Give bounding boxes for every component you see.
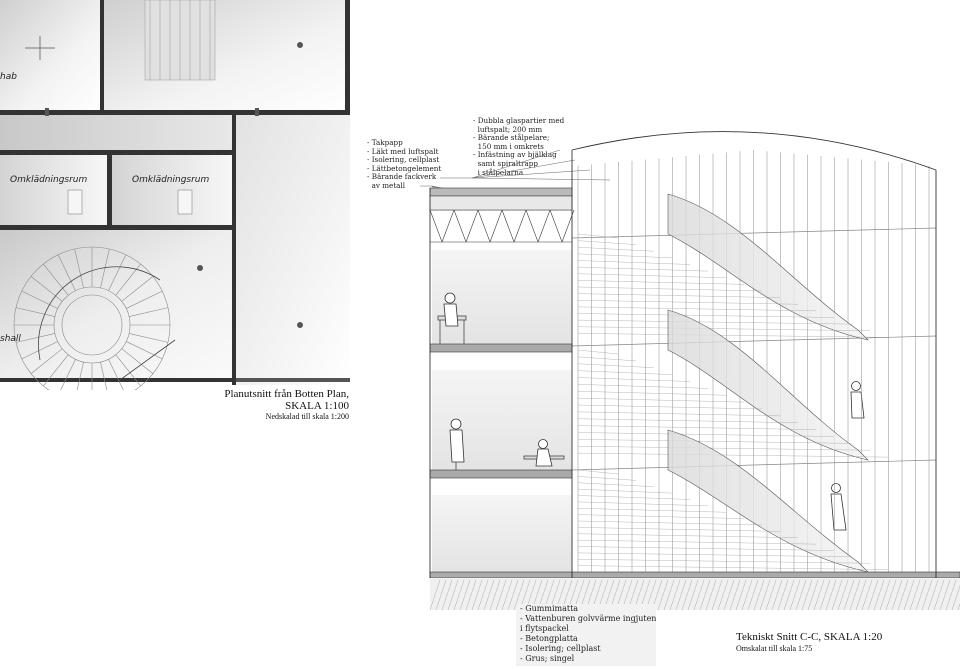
plan-caption-rescale: Nedskalad till skala 1:200 bbox=[265, 412, 349, 421]
technical-section-drawing bbox=[428, 110, 960, 610]
roof-note: - Läkt med luftspalt bbox=[367, 146, 439, 156]
facade-note: - Infästning av bjälklag bbox=[473, 150, 557, 160]
facade-note: 150 mm i omkrets bbox=[473, 141, 544, 151]
plan-caption-scale: SKALA 1:100 bbox=[285, 400, 349, 412]
room-label-partial-top: hab bbox=[0, 72, 17, 82]
roof-note: - Lättbetongelement bbox=[367, 163, 442, 173]
facade-note: luftspalt; 200 mm bbox=[473, 124, 543, 134]
roof-note: - Bärande fackverk bbox=[367, 172, 437, 182]
facade-note: - Dubbla glaspartier med bbox=[473, 116, 565, 125]
floor-plan-excerpt: hab Omklädningsrum Omklädningsrum shall bbox=[0, 0, 350, 390]
floor-note: - Betongplatta bbox=[520, 634, 578, 643]
floor-note: - Vattenburen golvvärme ingjuten bbox=[520, 614, 657, 623]
section-caption-rescale: Omskalat till skala 1:75 bbox=[736, 644, 813, 653]
floor-notes-box bbox=[516, 604, 656, 666]
plan-caption-title: Planutsnitt från Botten Plan, bbox=[224, 388, 349, 400]
section-svg bbox=[429, 131, 960, 610]
room-label-partial-hall: shall bbox=[0, 334, 21, 344]
roof-note: av metall bbox=[367, 181, 406, 190]
room-label-changing-room-right: Omklädningsrum bbox=[132, 175, 210, 185]
room-label-changing-room-left: Omklädningsrum bbox=[10, 175, 88, 185]
roof-note: - Takpapp bbox=[367, 138, 403, 147]
section-caption-title: Tekniskt Snitt C-C, SKALA 1:20 bbox=[736, 631, 883, 643]
floor-note: i flytspackel bbox=[520, 624, 569, 633]
floor-note: - Isolering; cellplast bbox=[520, 644, 601, 653]
facade-note: - Bärande stålpelare; bbox=[473, 133, 550, 143]
facade-note: i stålpelarna bbox=[473, 167, 524, 177]
roof-note: - Isolering, cellplast bbox=[367, 155, 440, 165]
floor-note: - Gummimatta bbox=[520, 604, 579, 613]
floor-note: - Grus; singel bbox=[520, 654, 575, 663]
floor-plan-drawing bbox=[0, 0, 350, 390]
